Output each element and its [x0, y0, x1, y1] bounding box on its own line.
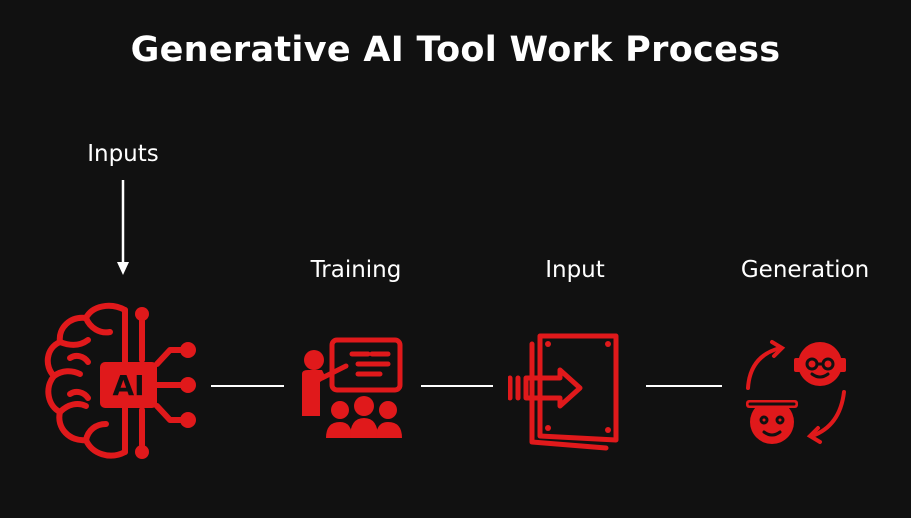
connector-line-1	[211, 385, 284, 387]
connector-line-3	[646, 385, 722, 387]
diagram-title: Generative AI Tool Work Process	[130, 30, 781, 70]
face-swap-cycle-icon	[746, 340, 846, 444]
connector-line-2	[421, 385, 493, 387]
ai-chip-text: AI	[112, 369, 144, 402]
down-arrow-icon	[117, 180, 129, 275]
presenter-whiteboard-audience-icon	[302, 337, 403, 438]
document-import-arrow-icon	[508, 333, 619, 451]
ai-brain-circuit-icon: AI	[44, 302, 196, 459]
label-input: Input	[545, 257, 605, 283]
label-inputs: Inputs	[87, 141, 159, 167]
label-generation: Generation	[740, 257, 870, 283]
label-training: Training	[310, 257, 402, 283]
